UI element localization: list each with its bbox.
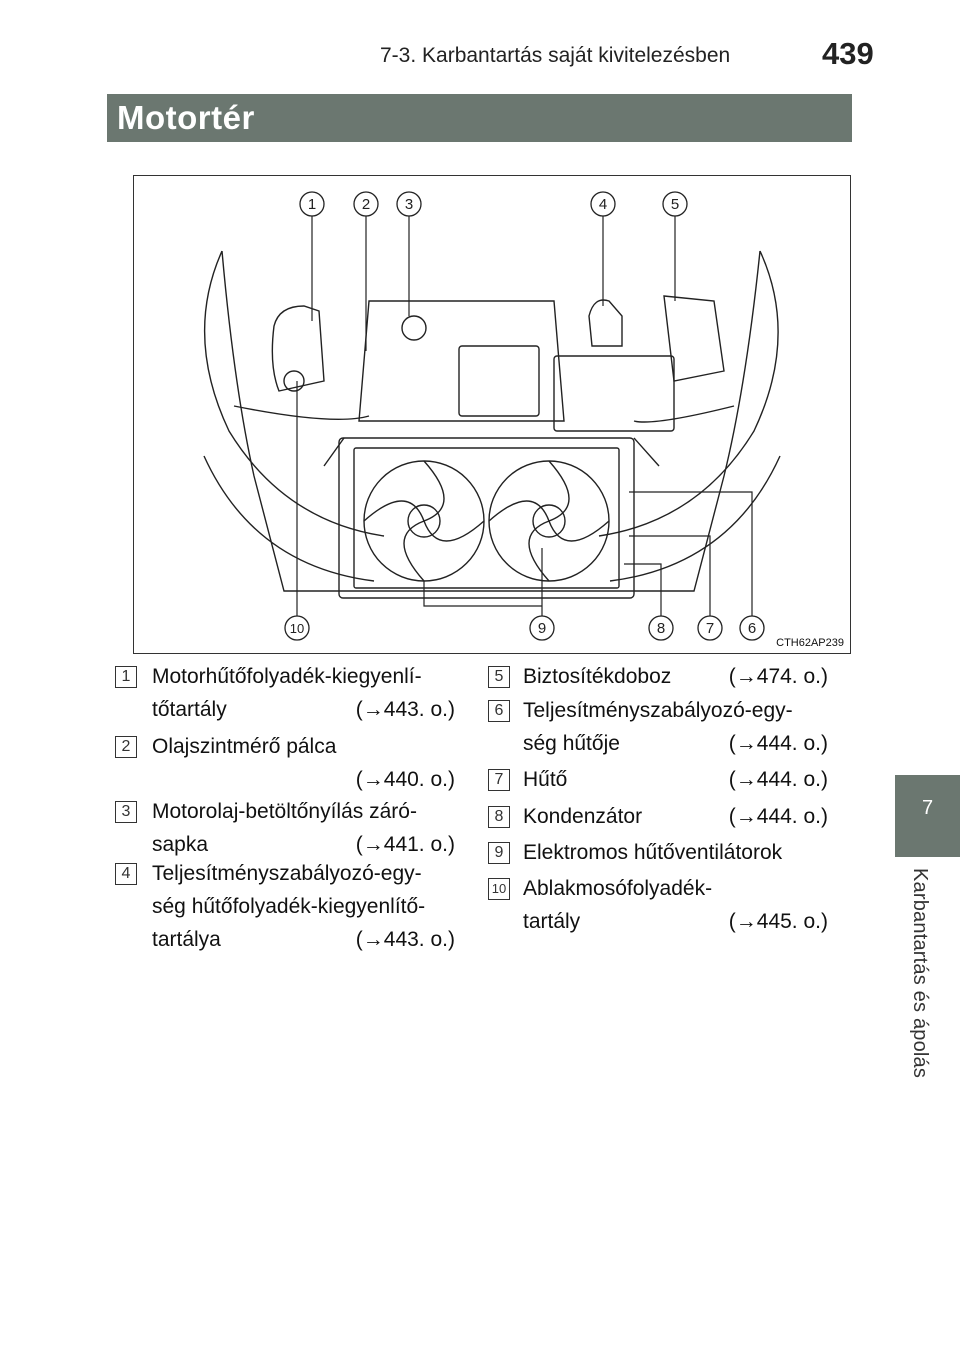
callout-5 — [662, 191, 688, 217]
legend-item: 4 Teljesítményszabályozó-egy- ség hűtőfo… — [115, 857, 455, 957]
legend-number: 1 — [115, 666, 137, 688]
figure-callouts — [284, 191, 765, 641]
legend-text-line: tartály — [523, 910, 581, 933]
legend-text-line: Kondenzátor — [523, 805, 643, 828]
callout-7 — [697, 615, 723, 641]
chapter-tab-label: Karbantartás és ápolás — [909, 868, 931, 1079]
callout-label-4: 4 — [599, 196, 607, 213]
legend-text-line: tartálya — [152, 928, 221, 951]
legend-item: 2 Olajszintmérő pálca (→440. o.) — [115, 730, 455, 800]
legend-item: 10 Ablakmosófolyadék- tartály (→445. o.) — [488, 872, 828, 942]
legend-page-ref: (→444. o.) — [728, 732, 828, 755]
section-title-bar: Motortér — [107, 94, 852, 142]
legend-number: 2 — [115, 736, 137, 758]
left-fender — [203, 250, 385, 537]
front-bumper — [203, 455, 781, 582]
cooling-fan-left-hub — [407, 504, 441, 538]
callout-10 — [284, 615, 310, 641]
callout-label-2: 2 — [362, 196, 370, 213]
callout-8 — [648, 615, 674, 641]
page-number: 439 — [822, 36, 874, 71]
oil-filler-cap — [401, 315, 427, 341]
legend-number: 6 — [488, 700, 510, 722]
washer-fluid-cap — [283, 370, 305, 392]
legend-page-ref: (→440. o.) — [355, 768, 455, 791]
radiator — [338, 437, 635, 599]
legend-text-line: tőtartály — [152, 698, 227, 721]
legend-page-ref: (→441. o.) — [355, 833, 455, 856]
callout-label-10: 10 — [290, 621, 304, 636]
callout-label-3: 3 — [405, 196, 413, 213]
legend-text-line: Motorolaj-betöltőnyílás záró- — [152, 800, 417, 823]
legend-text-line: Teljesítményszabályozó-egy- — [523, 699, 793, 722]
engine-bay-illustration: 1 2 3 4 5 6 7 8 9 10 — [203, 191, 781, 641]
chapter-tab-number: 7 — [921, 797, 934, 819]
legend-text-line: Elektromos hűtőventilátorok — [523, 841, 783, 864]
callout-9 — [529, 615, 555, 641]
engine-bay-figure: 1 2 3 4 5 6 7 8 9 10 CTH62AP239 — [133, 175, 851, 654]
legend-text-line: Motorhűtőfolyadék-kiegyenlí- — [152, 665, 422, 688]
legend-number: 5 — [488, 666, 510, 688]
legend-page-ref: (→445. o.) — [728, 910, 828, 933]
legend-item: 1 Motorhűtőfolyadék-kiegyenlí- tőtartály… — [115, 660, 455, 730]
legend-text-line: Olajszintmérő pálca — [152, 735, 337, 758]
callout-label-5: 5 — [671, 196, 679, 213]
engine-cover — [358, 300, 565, 422]
legend-number: 10 — [488, 878, 510, 900]
legend-item: 9 Elektromos hűtőventilátorok — [488, 836, 828, 871]
coolant-reservoir-left — [271, 305, 325, 392]
legend-number: 9 — [488, 842, 510, 864]
legend-item: 5 Biztosítékdoboz (→474. o.) — [488, 660, 828, 695]
legend-text-line: Ablakmosófolyadék- — [523, 877, 713, 900]
legend-number: 8 — [488, 806, 510, 828]
callout-label-9: 9 — [538, 620, 546, 637]
fuse-box — [663, 295, 725, 382]
chapter-tab: 7 — [895, 775, 960, 857]
hood-outline — [221, 250, 761, 592]
legend-text-line: ség hűtője — [523, 732, 620, 755]
legend-page-ref: (→443. o.) — [355, 928, 455, 951]
right-fender — [598, 250, 779, 537]
callout-label-8: 8 — [657, 620, 665, 637]
callout-label-6: 6 — [748, 620, 756, 637]
legend-page-ref: (→443. o.) — [355, 698, 455, 721]
callout-1 — [299, 191, 325, 217]
legend-number: 3 — [115, 801, 137, 823]
legend-page-ref: (→444. o.) — [728, 805, 828, 828]
legend-item: 7 Hűtő (→444. o.) — [488, 763, 828, 798]
condenser — [353, 447, 620, 589]
legend-page-ref: (→444. o.) — [728, 768, 828, 791]
callout-6 — [739, 615, 765, 641]
inverter-coolant-reservoir — [588, 299, 623, 347]
legend-text-line: Biztosítékdoboz — [523, 665, 672, 688]
legend-item: 3 Motorolaj-betöltőnyílás záró- sapka (→… — [115, 795, 455, 865]
power-control-unit — [553, 355, 675, 432]
callout-label-1: 1 — [308, 196, 316, 213]
section-title: Motortér — [117, 99, 255, 136]
legend-text-line: Hűtő — [523, 768, 568, 791]
legend-number: 4 — [115, 863, 137, 885]
header-section-title: 7-3. Karbantartás saját kivitelezésben — [380, 44, 731, 67]
legend-item: 8 Kondenzátor (→444. o.) — [488, 800, 828, 835]
callout-2 — [353, 191, 379, 217]
air-filter-box — [458, 345, 540, 417]
callout-4 — [590, 191, 616, 217]
legend-number: 7 — [488, 769, 510, 791]
legend-page-ref: (→474. o.) — [728, 665, 828, 688]
legend-text-line: sapka — [152, 833, 209, 856]
callout-3 — [396, 191, 422, 217]
legend-text-line: ség hűtőfolyadék-kiegyenlítő- — [152, 895, 426, 918]
cooling-fan-right-hub — [532, 504, 566, 538]
legend-text-line: Teljesítményszabályozó-egy- — [152, 862, 422, 885]
image-code: CTH62AP239 — [776, 637, 844, 649]
legend-item: 6 Teljesítményszabályozó-egy- ség hűtője… — [488, 694, 828, 764]
callout-label-7: 7 — [706, 620, 714, 637]
